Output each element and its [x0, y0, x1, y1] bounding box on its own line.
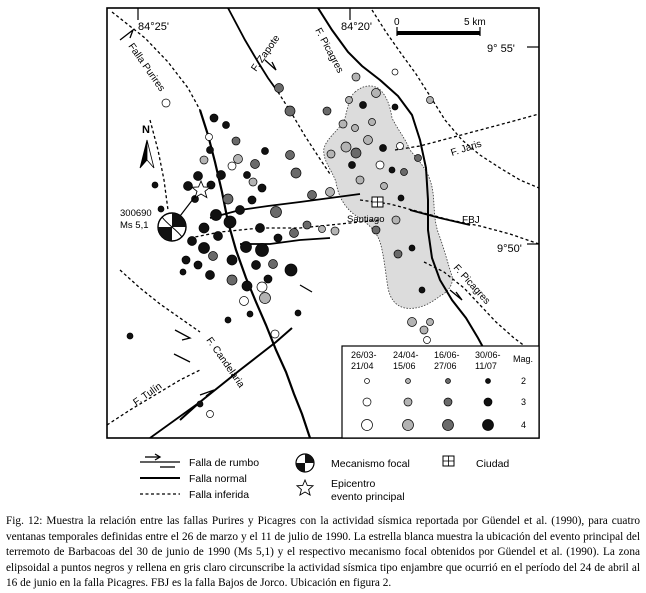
window-4-line2: 11/07 [475, 361, 497, 371]
scale-end: 5 km [464, 17, 486, 28]
purires-fault-inferred [111, 11, 201, 111]
window-3-line1: 16/06- [434, 350, 460, 360]
legend-strike-slip: Falla de rumbo [189, 457, 259, 469]
north-arrow-icon: N [139, 124, 155, 169]
picagres-fault-north [317, 8, 491, 361]
legend-city: Ciudad [476, 458, 509, 470]
focal-mechanism-date: 300690 [120, 208, 152, 219]
tulin-fault [107, 369, 201, 426]
mag-4-label: 4 [521, 420, 526, 430]
caption-text: Fig. 12: Muestra la relación entre las f… [6, 515, 640, 590]
window-2-line1: 24/04- [393, 350, 419, 360]
cross-fault-3 [240, 237, 331, 245]
lon-center-label: 84°20' [341, 21, 372, 33]
lat-top-label: 9° 55' [487, 43, 515, 55]
mag-header: Mag. [513, 354, 533, 364]
mag-3-label: 3 [521, 397, 526, 407]
picagres-fault-south [423, 261, 539, 357]
inset-legend: 26/03- 21/04 24/04- 15/06 16/06- 27/06 3… [341, 345, 540, 439]
cross-fault-2 [189, 219, 381, 239]
tulin-fault-solid [149, 401, 201, 438]
picagres-fault-inferred [371, 9, 539, 189]
cross-fault-1 [209, 193, 361, 219]
figure-caption: Fig. 12: Muestra la relación entre las f… [6, 514, 640, 592]
slip-arrows [119, 28, 463, 397]
inner-fault-west [149, 119, 169, 211]
purires-fault [198, 109, 312, 438]
legend-focal-mechanism: Mecanismo focal [331, 458, 410, 470]
swarm-zone [323, 85, 453, 309]
window-3-line2: 27/06 [434, 361, 457, 371]
window-1-line2: 21/04 [351, 361, 374, 371]
north-label: N [142, 124, 150, 136]
mag-2-label: 2 [521, 376, 526, 386]
town-label: Santiago [347, 214, 385, 225]
legend-inferred: Falla inferida [189, 489, 249, 501]
fbj-label: FBJ [462, 215, 480, 226]
window-2-line2: 15/06 [393, 361, 416, 371]
epicenter-star-icon [190, 179, 212, 199]
legend-epicenter-line2: evento principal [331, 491, 405, 503]
lat-bottom-label: 9°50' [497, 243, 522, 255]
legend-normal: Falla normal [189, 473, 247, 485]
window-1-line1: 26/03- [351, 350, 377, 360]
lon-left-label: 84°25' [138, 21, 169, 33]
map-legend: Falla de rumbo Falla normal Falla inferi… [140, 453, 509, 503]
window-4-line1: 30/06- [475, 350, 501, 360]
city-symbol-icon [442, 455, 455, 467]
scale-bar: 0 5 km [394, 17, 486, 36]
city-icon [371, 196, 384, 208]
fbj-fault-solid [409, 209, 471, 226]
jaris-fault [394, 113, 539, 151]
scale-start: 0 [394, 17, 400, 28]
strike-slip-symbol-icon [140, 453, 180, 468]
focal-mechanism-magnitude: Ms 5,1 [120, 220, 149, 231]
candelaria-fault-inferred [119, 269, 201, 333]
fbj-fault [359, 199, 539, 245]
focal-mechanism [157, 212, 187, 242]
earthquake-markers [126, 68, 434, 418]
zapote-fault [227, 8, 279, 93]
legend-epicenter-line1: Epicentro [331, 478, 376, 490]
focal-mechanism-symbol-icon [295, 453, 315, 473]
epicenter-symbol-icon [295, 478, 315, 496]
